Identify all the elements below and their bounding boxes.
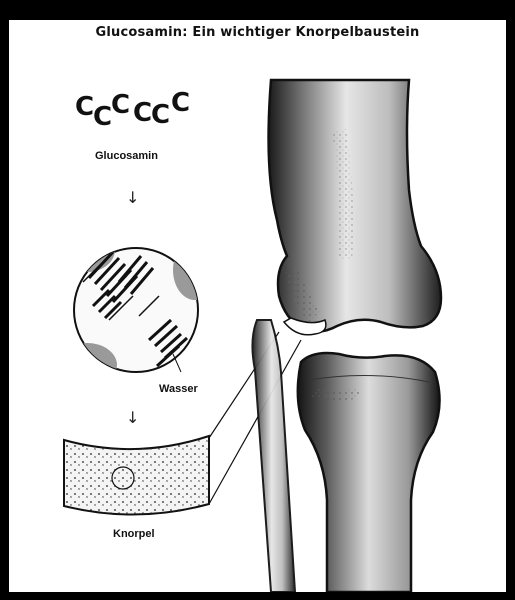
arrow-down-icon: ↓ xyxy=(126,408,139,427)
diagram-panel: Glucosamin: Ein wichtiger Knorpelbaustei… xyxy=(9,20,506,592)
water-label: Wasser xyxy=(159,383,198,395)
illustration-layer xyxy=(9,20,506,592)
magnified-fiber-circle xyxy=(57,228,217,387)
cartilage-label: Knorpel xyxy=(113,528,155,540)
knee-joint-illustration xyxy=(252,80,441,592)
cartilage-strip xyxy=(64,436,209,515)
